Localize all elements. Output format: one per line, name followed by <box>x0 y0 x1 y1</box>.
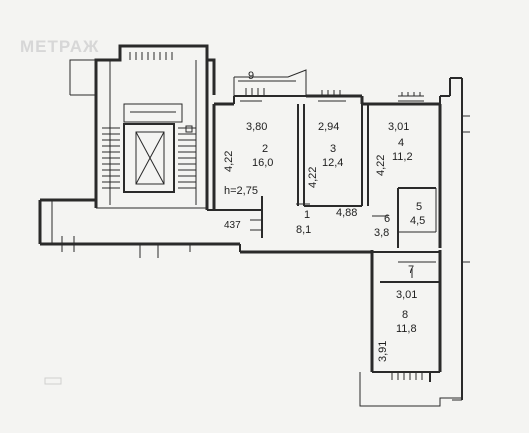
room-1-area: 8,1 <box>296 224 311 236</box>
room-6-area: 3,8 <box>374 227 389 239</box>
room-6-number: 6 <box>384 213 390 225</box>
room-7-number: 7 <box>408 264 414 276</box>
room-5-area: 4,5 <box>410 215 425 227</box>
room-8-area: 11,8 <box>396 323 417 335</box>
room-3-area: 12,4 <box>322 157 343 169</box>
room-4-number: 4 <box>398 137 404 149</box>
faint-marker <box>44 377 62 385</box>
room-4-width: 3,01 <box>388 121 409 133</box>
wall-lines <box>38 44 470 407</box>
room-4-area: 11,2 <box>392 151 413 163</box>
room-8-depth: 3,91 <box>377 341 389 362</box>
room-3-width: 2,94 <box>318 121 339 133</box>
room-3-number: 3 <box>330 143 336 155</box>
room-3-depth: 4,22 <box>307 167 319 188</box>
balcony-label: 9 <box>248 70 254 82</box>
room-2-area: 16,0 <box>252 157 273 169</box>
watermark-text: МЕТРАЖ <box>20 37 99 56</box>
room-2-number: 2 <box>262 143 268 155</box>
room-2-width: 3,80 <box>246 121 267 133</box>
extra-dimension: 437 <box>224 220 241 231</box>
room-4-depth: 4,22 <box>375 155 387 176</box>
room-1-length: 4,88 <box>336 207 357 219</box>
room-1-number: 1 <box>304 209 310 221</box>
room-2-depth: 4,22 <box>223 151 235 172</box>
height-label: h=2,75 <box>224 185 258 197</box>
room-5-number: 5 <box>416 201 422 213</box>
room-8-width: 3,01 <box>396 289 417 301</box>
room-8-number: 8 <box>402 309 408 321</box>
